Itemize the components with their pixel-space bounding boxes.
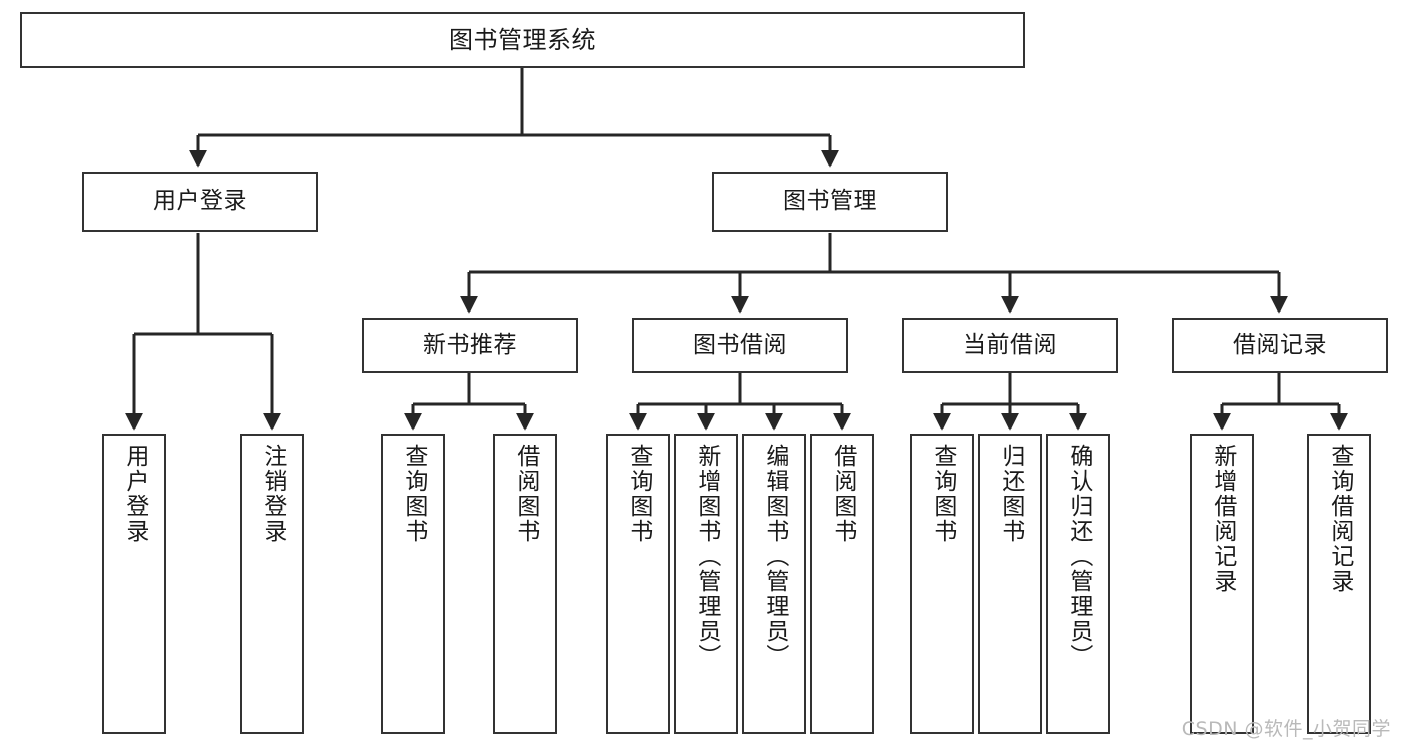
leaf-query-book-current[interactable]: 查询图书 xyxy=(910,434,974,734)
node-label: 图书借阅 xyxy=(693,331,787,358)
node-label: 新增图书（管理员） xyxy=(693,444,720,669)
node-label: 编辑图书（管理员） xyxy=(761,444,788,669)
leaf-add-borrow-record[interactable]: 新增借阅记录 xyxy=(1190,434,1254,734)
leaf-borrow-book-recommend[interactable]: 借阅图书 xyxy=(493,434,557,734)
node-label: 归还图书 xyxy=(997,444,1024,544)
watermark-text: CSDN @软件_小贺同学 xyxy=(1181,718,1391,740)
node-borrow-record[interactable]: 借阅记录 xyxy=(1172,318,1388,373)
node-label: 查询图书 xyxy=(400,444,427,544)
node-label: 借阅图书 xyxy=(829,444,856,544)
leaf-query-book-recommend[interactable]: 查询图书 xyxy=(381,434,445,734)
leaf-user-login[interactable]: 用户登录 xyxy=(102,434,166,734)
node-new-book-recommend[interactable]: 新书推荐 xyxy=(362,318,578,373)
node-label: 当前借阅 xyxy=(963,331,1057,358)
node-label: 查询借阅记录 xyxy=(1326,444,1353,594)
node-label: 新书推荐 xyxy=(423,331,517,358)
leaf-borrow-book[interactable]: 借阅图书 xyxy=(810,434,874,734)
leaf-logout[interactable]: 注销登录 xyxy=(240,434,304,734)
leaf-confirm-return-admin[interactable]: 确认归还（管理员） xyxy=(1046,434,1110,734)
leaf-query-borrow-record[interactable]: 查询借阅记录 xyxy=(1307,434,1371,734)
node-label: 新增借阅记录 xyxy=(1209,444,1236,594)
node-book-management[interactable]: 图书管理 xyxy=(712,172,948,232)
node-root-system[interactable]: 图书管理系统 xyxy=(20,12,1025,68)
node-current-borrow[interactable]: 当前借阅 xyxy=(902,318,1118,373)
node-label: 借阅记录 xyxy=(1233,331,1327,358)
node-label: 查询图书 xyxy=(929,444,956,544)
node-label: 图书管理系统 xyxy=(449,25,596,54)
node-label: 注销登录 xyxy=(259,444,286,544)
leaf-add-book-admin[interactable]: 新增图书（管理员） xyxy=(674,434,738,734)
node-label: 借阅图书 xyxy=(512,444,539,544)
node-book-borrow[interactable]: 图书借阅 xyxy=(632,318,848,373)
node-label: 图书管理 xyxy=(783,188,877,215)
node-label: 用户登录 xyxy=(153,188,247,215)
leaf-edit-book-admin[interactable]: 编辑图书（管理员） xyxy=(742,434,806,734)
node-label: 确认归还（管理员） xyxy=(1065,444,1092,669)
leaf-return-book[interactable]: 归还图书 xyxy=(978,434,1042,734)
node-label: 用户登录 xyxy=(121,444,148,544)
node-user-login[interactable]: 用户登录 xyxy=(82,172,318,232)
node-label: 查询图书 xyxy=(625,444,652,544)
leaf-query-book-borrow[interactable]: 查询图书 xyxy=(606,434,670,734)
